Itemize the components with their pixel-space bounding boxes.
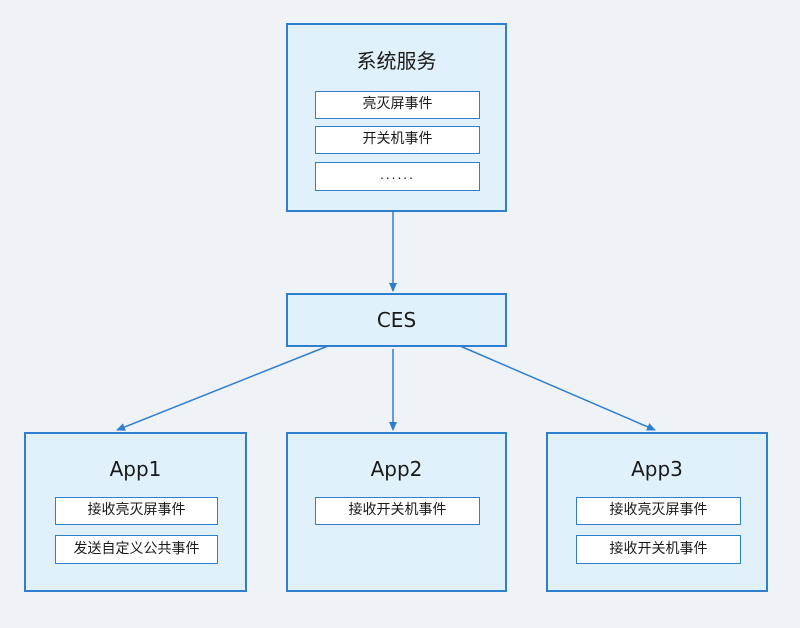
app3-item-receive-screen: 接收亮灭屏事件 bbox=[576, 497, 741, 525]
app3-box: App3 接收亮灭屏事件 接收开关机事件 bbox=[546, 432, 768, 592]
ces-label: CES bbox=[376, 308, 417, 332]
arrow-ces-to-app1 bbox=[116, 345, 329, 431]
app1-box: App1 接收亮灭屏事件 发送自定义公共事件 bbox=[24, 432, 247, 592]
service-item-more: ...... bbox=[315, 162, 480, 191]
app1-item-receive-screen: 接收亮灭屏事件 bbox=[55, 497, 218, 525]
ces-box: CES bbox=[286, 293, 507, 347]
arrow-ces-to-app3 bbox=[459, 345, 656, 431]
app2-title: App2 bbox=[370, 457, 423, 481]
app3-title: App3 bbox=[631, 457, 683, 481]
app1-title: App1 bbox=[109, 457, 162, 481]
app3-item-receive-power: 接收开关机事件 bbox=[576, 535, 741, 564]
system-service-title: 系统服务 bbox=[356, 49, 437, 73]
app2-box: App2 接收开关机事件 bbox=[286, 432, 507, 592]
service-item-power-event: 开关机事件 bbox=[315, 126, 480, 154]
service-item-screen-event: 亮灭屏事件 bbox=[315, 91, 480, 119]
app1-item-send-custom: 发送自定义公共事件 bbox=[55, 535, 218, 564]
app2-item-receive-power: 接收开关机事件 bbox=[315, 497, 480, 525]
system-service-box: 系统服务 亮灭屏事件 开关机事件 ...... bbox=[286, 23, 507, 212]
